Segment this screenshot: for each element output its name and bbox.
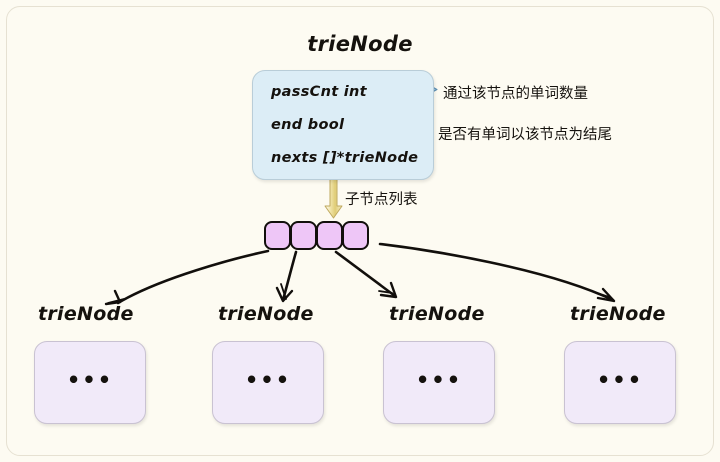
struct-field-end: end bool [271,117,345,133]
annotation-end: 是否有单词以该节点为结尾 [438,127,612,143]
ellipsis-content: ••• [66,368,114,392]
child-pointer-cell [290,221,317,250]
child-pointer-cell [342,221,369,250]
child-edge-4 [378,242,616,303]
child-pointer-cell [264,221,291,250]
trienode-struct-box: passCnt int end bool nexts []*trieNode [252,70,434,180]
child-pointer-array [264,221,369,250]
child-label-3: trieNode [389,303,485,325]
child-label-2: trieNode [218,303,314,325]
child-node-box-4: ••• [564,341,676,424]
child-node-box-3: ••• [383,341,495,424]
child-list-label: 子节点列表 [345,192,418,208]
child-label-4: trieNode [570,303,666,325]
ellipsis-content: ••• [596,368,644,392]
annotation-passcnt: 通过该节点的单词数量 [443,86,588,102]
child-pointer-cell [316,221,343,250]
struct-field-passcnt: passCnt int [271,84,367,100]
struct-field-nexts: nexts []*trieNode [271,150,419,166]
child-node-box-1: ••• [34,341,146,424]
child-label-1: trieNode [38,303,134,325]
gold-block-arrow-down-icon [324,174,343,219]
ellipsis-content: ••• [244,368,292,392]
child-edge-1 [104,249,270,306]
child-node-box-2: ••• [212,341,324,424]
child-edge-2 [275,250,298,303]
ellipsis-content: ••• [415,368,463,392]
child-edge-3 [334,250,398,299]
page-title: trieNode [307,32,413,56]
